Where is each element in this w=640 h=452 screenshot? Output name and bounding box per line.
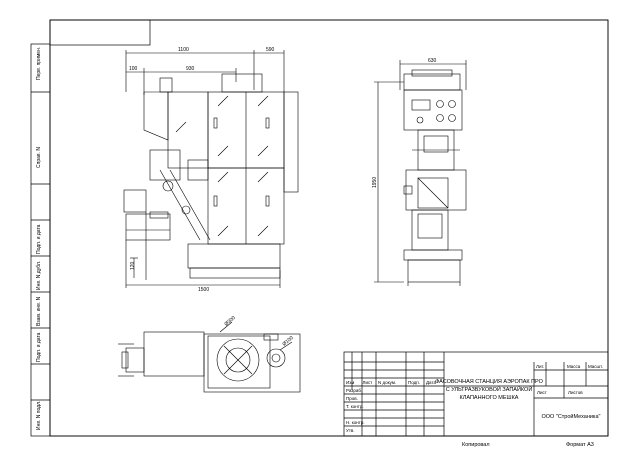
title-block: Изм Лист N докум. Подп. Дата Разраб. Про…	[343, 351, 609, 437]
stamp-field-inv-dubl: Инв. N дубл.	[36, 261, 42, 290]
dim-front-1100: 1100	[178, 47, 189, 53]
footer-copied: Копировал	[462, 442, 490, 448]
stamp-field-podp-2: Подп. и дата	[36, 332, 42, 362]
tb-title-line-2: С УЛЬТРАЗВУКОВОЙ ЗАПАЙКОЙ	[446, 385, 533, 393]
dim-side-1950: 1950	[372, 177, 378, 188]
tb-sheets-label: Листов	[568, 390, 583, 395]
tb-role-razrab: Разраб.	[346, 388, 362, 393]
tb-header-izm: Изм	[346, 380, 354, 385]
dim-front-100: 100	[129, 66, 138, 72]
tb-header-podp: Подп.	[408, 380, 420, 385]
tb-role-nkontr: Н. контр.	[346, 420, 365, 425]
tb-header-list: Лист	[363, 380, 373, 385]
tb-mass-label: Масса	[567, 364, 581, 369]
tb-role-tkontr: Т. контр.	[346, 404, 364, 409]
stamp-field-inv-podl: Инв. N подл.	[36, 401, 42, 430]
tb-title-line-1: ФАСОВОЧНАЯ СТАНЦИЯ АЭРОПАК ПРО	[435, 379, 543, 385]
side-stamp: Перв. примен. Справ. N Подп. и дата Инв.…	[30, 43, 51, 437]
dim-side-630: 630	[428, 58, 437, 64]
outer-frame	[49, 19, 609, 437]
stamp-field-vzam: Взам. инв. N	[36, 296, 42, 326]
tb-company: ООО "СтройМеханика"	[542, 413, 601, 420]
tb-role-utv: Утв.	[346, 428, 355, 433]
stamp-field-perv-primen: Перв. примен.	[36, 47, 42, 80]
front-view: 1100 590 100 930 1500 120	[123, 47, 299, 293]
tb-scale-label: Масшт.	[588, 364, 603, 369]
tb-sheet-label: Лист	[537, 390, 547, 395]
dim-plan-dia300: Ø300	[223, 315, 236, 328]
stamp-field-sprav: Справ. N	[36, 147, 42, 168]
dim-front-590: 590	[266, 47, 275, 53]
side-view: 630 1950	[372, 58, 467, 286]
footer-format: Формат А3	[566, 442, 594, 448]
top-left-box	[49, 19, 151, 46]
tb-header-ndok: N докум.	[378, 380, 396, 385]
tb-lit-label: Лит.	[536, 364, 544, 369]
tb-header-data: Дата	[426, 380, 436, 385]
inner-frame	[49, 19, 609, 437]
stamp-field-podp-1: Подп. и дата	[36, 224, 42, 254]
dim-plan-dia100: Ø100	[281, 335, 294, 348]
dim-front-1500: 1500	[198, 287, 209, 293]
plan-view: Ø300 Ø100	[118, 315, 301, 393]
dim-front-120: 120	[130, 261, 136, 270]
dim-front-930: 930	[186, 66, 195, 72]
tb-role-prov: Пров.	[346, 396, 358, 401]
tb-title-line-3: КЛАПАННОГО МЕШКА	[460, 395, 519, 401]
